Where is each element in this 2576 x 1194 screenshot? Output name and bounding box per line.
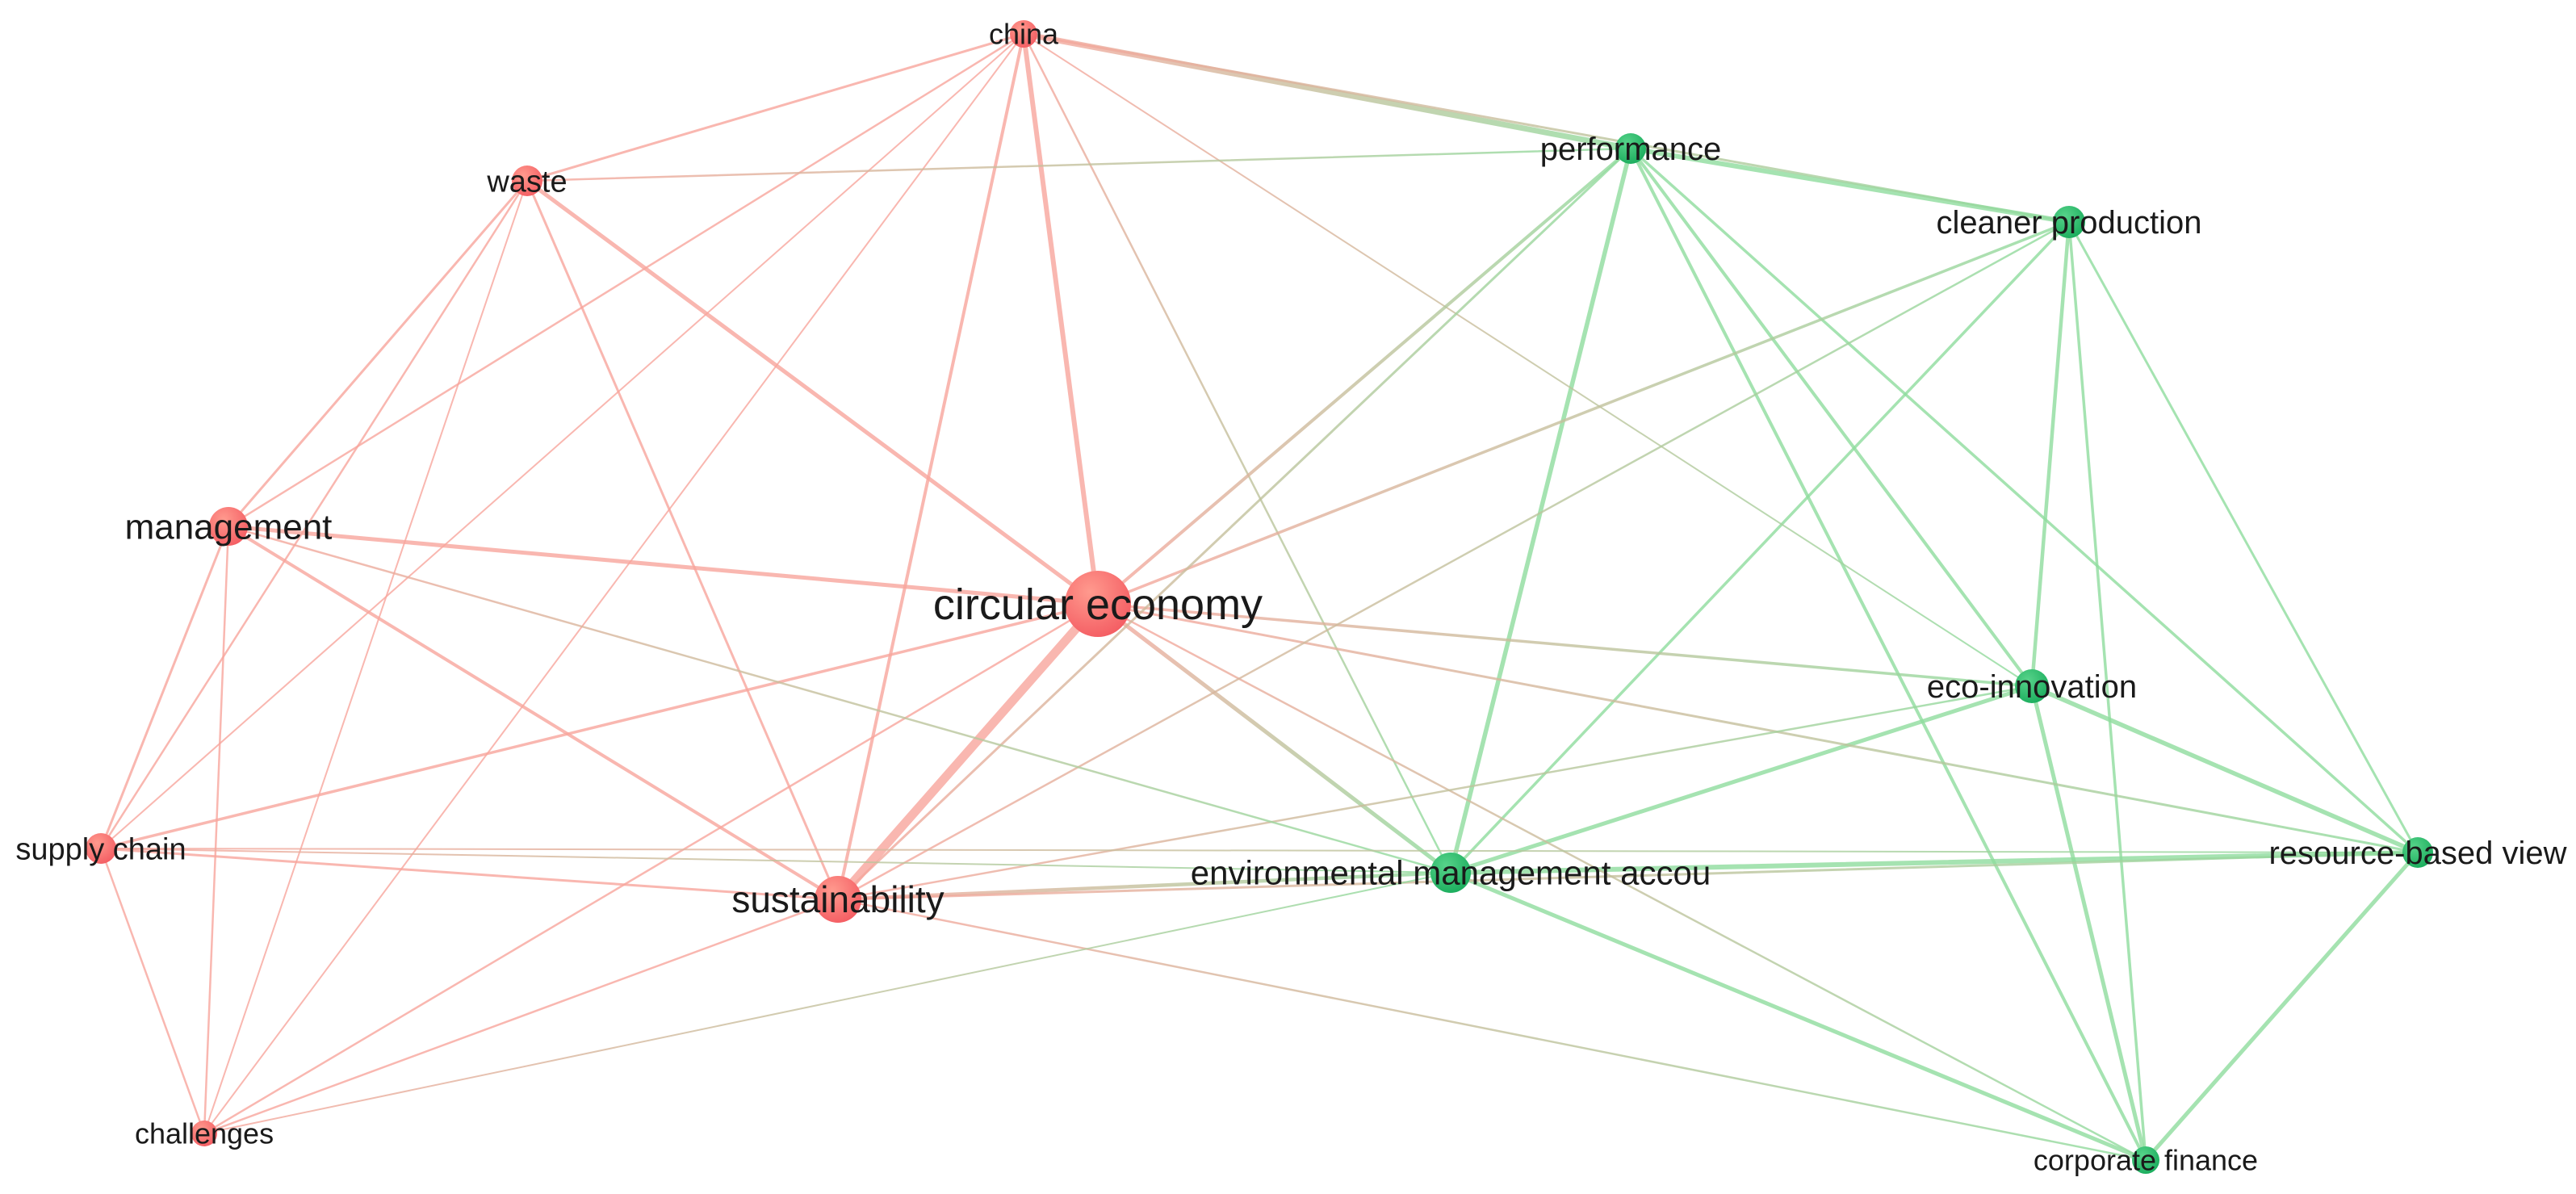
edge-china-cleaner (1022, 32, 2071, 224)
edge-sust-eco (836, 685, 2034, 901)
node-perf[interactable] (1615, 133, 1646, 164)
edge-china-env (1022, 32, 1452, 874)
edge-ce-corp (1096, 602, 2147, 1162)
edge-china-sust (836, 32, 1025, 901)
edge-ce-rbv (1096, 602, 2419, 854)
edge-perf-eco (1629, 147, 2034, 688)
node-waste[interactable] (512, 165, 542, 196)
edge-ce-supply (99, 602, 1100, 850)
node-corp[interactable] (2132, 1146, 2159, 1174)
edge-perf-corp (1629, 147, 2147, 1162)
nodes-layer (86, 20, 2433, 1174)
edge-env-corp (1448, 870, 2148, 1163)
edge-waste-mgmt (227, 179, 529, 528)
edge-ce-perf (1096, 147, 1632, 605)
edge-eco-rbv (2029, 684, 2420, 855)
edge-sust-supply (99, 847, 840, 901)
edge-china-ce (1021, 31, 1100, 606)
edge-china-eco (1023, 33, 2033, 687)
edge-china-mgmt (227, 32, 1025, 528)
edge-china-chal (203, 33, 1024, 1134)
edge-sust-chal (203, 898, 840, 1135)
edge-sust-env (836, 870, 1453, 902)
edge-chal-env (203, 872, 1451, 1134)
edge-ce-sust (833, 599, 1103, 904)
edge-rbv-corp (2143, 850, 2420, 1163)
edge-china-waste (526, 32, 1025, 182)
edge-ce-cleaner (1096, 220, 2071, 605)
node-supply[interactable] (86, 833, 116, 864)
edge-china-supply (100, 33, 1024, 849)
edge-mgmt-chal (203, 525, 230, 1135)
edge-sust-perf (836, 147, 1632, 901)
node-chal[interactable] (191, 1121, 217, 1146)
edge-waste-chal (203, 180, 528, 1134)
node-cleaner[interactable] (2053, 206, 2085, 238)
edge-mgmt-env (227, 525, 1452, 874)
edge-cleaner-eco (2029, 220, 2071, 689)
edge-supply-rbv (100, 848, 2419, 853)
edge-sust-rbv (836, 851, 2419, 901)
edge-mgmt-ce (226, 524, 1100, 606)
node-rbv[interactable] (2402, 837, 2433, 868)
node-mgmt[interactable] (209, 507, 248, 546)
edge-supply-env (100, 848, 1451, 874)
edge-waste-perf (526, 147, 1632, 182)
edge-cleaner-rbv (2067, 220, 2419, 854)
edge-waste-sust (526, 179, 840, 901)
edge-mgmt-sust (227, 525, 840, 901)
edge-waste-ce (525, 178, 1100, 606)
edge-ce-eco (1096, 602, 2034, 688)
node-ce[interactable] (1065, 571, 1131, 637)
node-sust[interactable] (815, 876, 861, 923)
node-env[interactable] (1430, 853, 1471, 893)
edge-perf-rbv (1629, 147, 2419, 854)
edge-cleaner-corp (2067, 220, 2147, 1162)
edge-ce-chal (203, 602, 1100, 1135)
edges-layer (99, 31, 2420, 1163)
edge-ce-env (1095, 601, 1453, 875)
edge-sust-corp (836, 898, 2147, 1162)
edge-perf-env (1448, 146, 1633, 875)
node-eco[interactable] (2015, 669, 2049, 703)
edge-eco-corp (2029, 684, 2148, 1163)
edge-waste-supply (99, 179, 529, 850)
edge-env-rbv (1448, 850, 2420, 875)
edge-supply-chal (99, 847, 206, 1135)
edge-sust-cleaner (836, 220, 2071, 901)
edge-cleaner-env (1449, 220, 2071, 874)
edge-mgmt-supply (99, 525, 230, 850)
node-china[interactable] (1010, 20, 1037, 48)
